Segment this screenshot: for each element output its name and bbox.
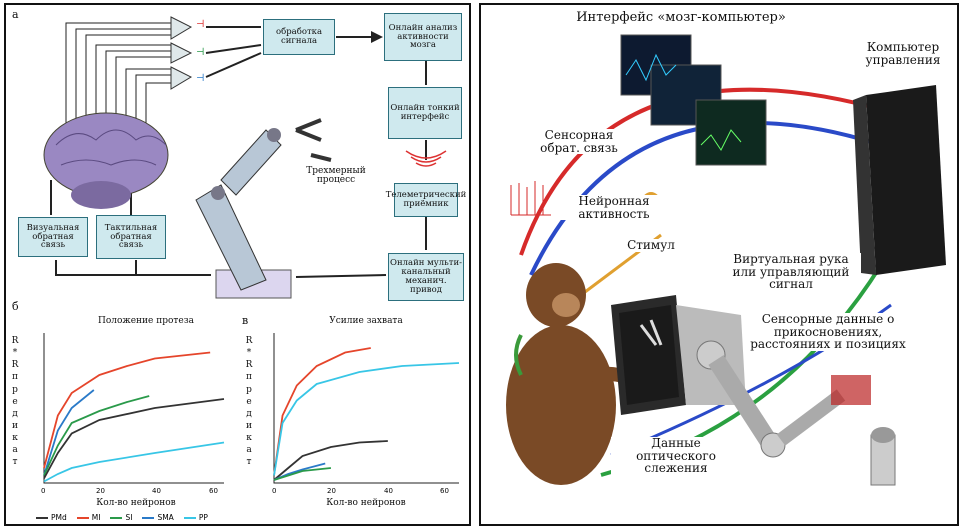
- box-processing: обработка сигнала: [263, 19, 335, 55]
- box-tactile-fb: Тактильная обратная связь: [96, 215, 166, 259]
- robot-arm-right: [696, 340, 896, 486]
- stimulus-label: Стимул: [621, 239, 681, 252]
- chart-legend: PMd MI SI SMA PP: [36, 513, 208, 522]
- series-line-si: [43, 395, 150, 476]
- blue-spike-icon: ⊣: [196, 73, 205, 84]
- optical-tracking-label: Данные оптического слежения: [611, 437, 741, 475]
- electrode-wires: [65, 22, 171, 135]
- label-v: в: [242, 314, 249, 327]
- amplifiers: [170, 16, 193, 90]
- chart-v-xtick: 60: [440, 487, 449, 495]
- virtual-arm-label: Виртуальная рука или управляющий сигнал: [721, 253, 861, 291]
- chart-v-xtick: 40: [384, 487, 393, 495]
- chart-b-xtick: 0: [41, 487, 46, 495]
- box-online-bmi: Онлайн тонкий интерфейс: [388, 87, 462, 139]
- legend-item: MI: [76, 513, 100, 522]
- series-line-sma: [43, 389, 95, 476]
- series-line-pmd: [43, 398, 225, 479]
- chart-b-xlabel: Кол-во нейронов: [96, 498, 176, 508]
- blue-arc: [529, 120, 882, 276]
- legend-item: PP: [183, 513, 208, 522]
- chart-v-title: Усилие захвата: [329, 316, 403, 326]
- chart-b-xtick: 40: [152, 487, 161, 495]
- box-telemetry: Телеметрический приёмник: [386, 183, 466, 217]
- computer-tower: [853, 85, 946, 275]
- chart-v-xtick: 20: [327, 487, 336, 495]
- left-panel: ⊣ ⊣ ⊣: [4, 3, 471, 526]
- series-line-si: [273, 467, 332, 481]
- neural-activity-label: Нейронная активность: [559, 195, 669, 221]
- chart-b-xtick: 20: [96, 487, 105, 495]
- series-line-mi: [273, 347, 371, 476]
- brain-illustration: [43, 112, 169, 209]
- chart-v-ylabel: R*R предикат: [245, 336, 253, 468]
- chart-v-xlabel: Кол-во нейронов: [326, 498, 406, 508]
- computer-label: Компьютер управления: [865, 40, 941, 67]
- right-panel: Интерфейс «мозг-компьютер» Компьютер упр…: [479, 3, 959, 526]
- legend-item: SI: [110, 513, 132, 522]
- spike-train-icon: [510, 181, 551, 216]
- robot-arm-illustration: [195, 118, 332, 299]
- chart-axis: [273, 333, 459, 484]
- left-diagram-svg: ⊣ ⊣ ⊣: [43, 16, 460, 484]
- chart-b-ylabel: R*R предикат: [11, 336, 19, 468]
- series-line-pmd: [273, 440, 388, 481]
- sensor-data-label: Сенсорные данные о прикосновениях, расст…: [743, 313, 913, 351]
- box-visual-fb: Визуальная обратная связь: [18, 217, 88, 257]
- legend-item: SMA: [142, 513, 174, 522]
- wireless-icon: [405, 150, 447, 167]
- series-line-pp: [273, 362, 460, 476]
- monkey-illustration: [506, 263, 646, 485]
- green-spike-icon: ⊣: [196, 47, 205, 58]
- brain-signal-screens: [620, 34, 767, 166]
- chart-b-xtick: 60: [209, 487, 218, 495]
- chart-v-plot: [273, 333, 460, 484]
- label-b: б: [12, 300, 19, 313]
- chart-axis: [43, 333, 224, 484]
- right-diagram-svg: [506, 34, 946, 486]
- chart-b-title: Положение протеза: [98, 316, 194, 326]
- box-online-multi: Онлайн мульти-канальный механич. привод: [388, 253, 464, 301]
- red-spike-icon: ⊣: [196, 19, 205, 30]
- series-line-mi: [43, 351, 211, 469]
- label-a: а: [12, 8, 19, 21]
- chart-v-xtick: 0: [272, 487, 277, 495]
- box-online-brain: Онлайн анализ активности мозга: [384, 13, 462, 61]
- series-line-pp: [43, 441, 225, 483]
- virtual-arm-monitor: [611, 295, 746, 415]
- bmi-label: Интерфейс «мозг-компьютер»: [576, 10, 786, 25]
- legend-item: PMd: [36, 513, 67, 522]
- chart-b-plot: [43, 333, 225, 484]
- three-dim-label: Трехмерный процесс: [306, 166, 366, 186]
- sensory-fb-label: Сенсорная обрат. связь: [529, 129, 629, 155]
